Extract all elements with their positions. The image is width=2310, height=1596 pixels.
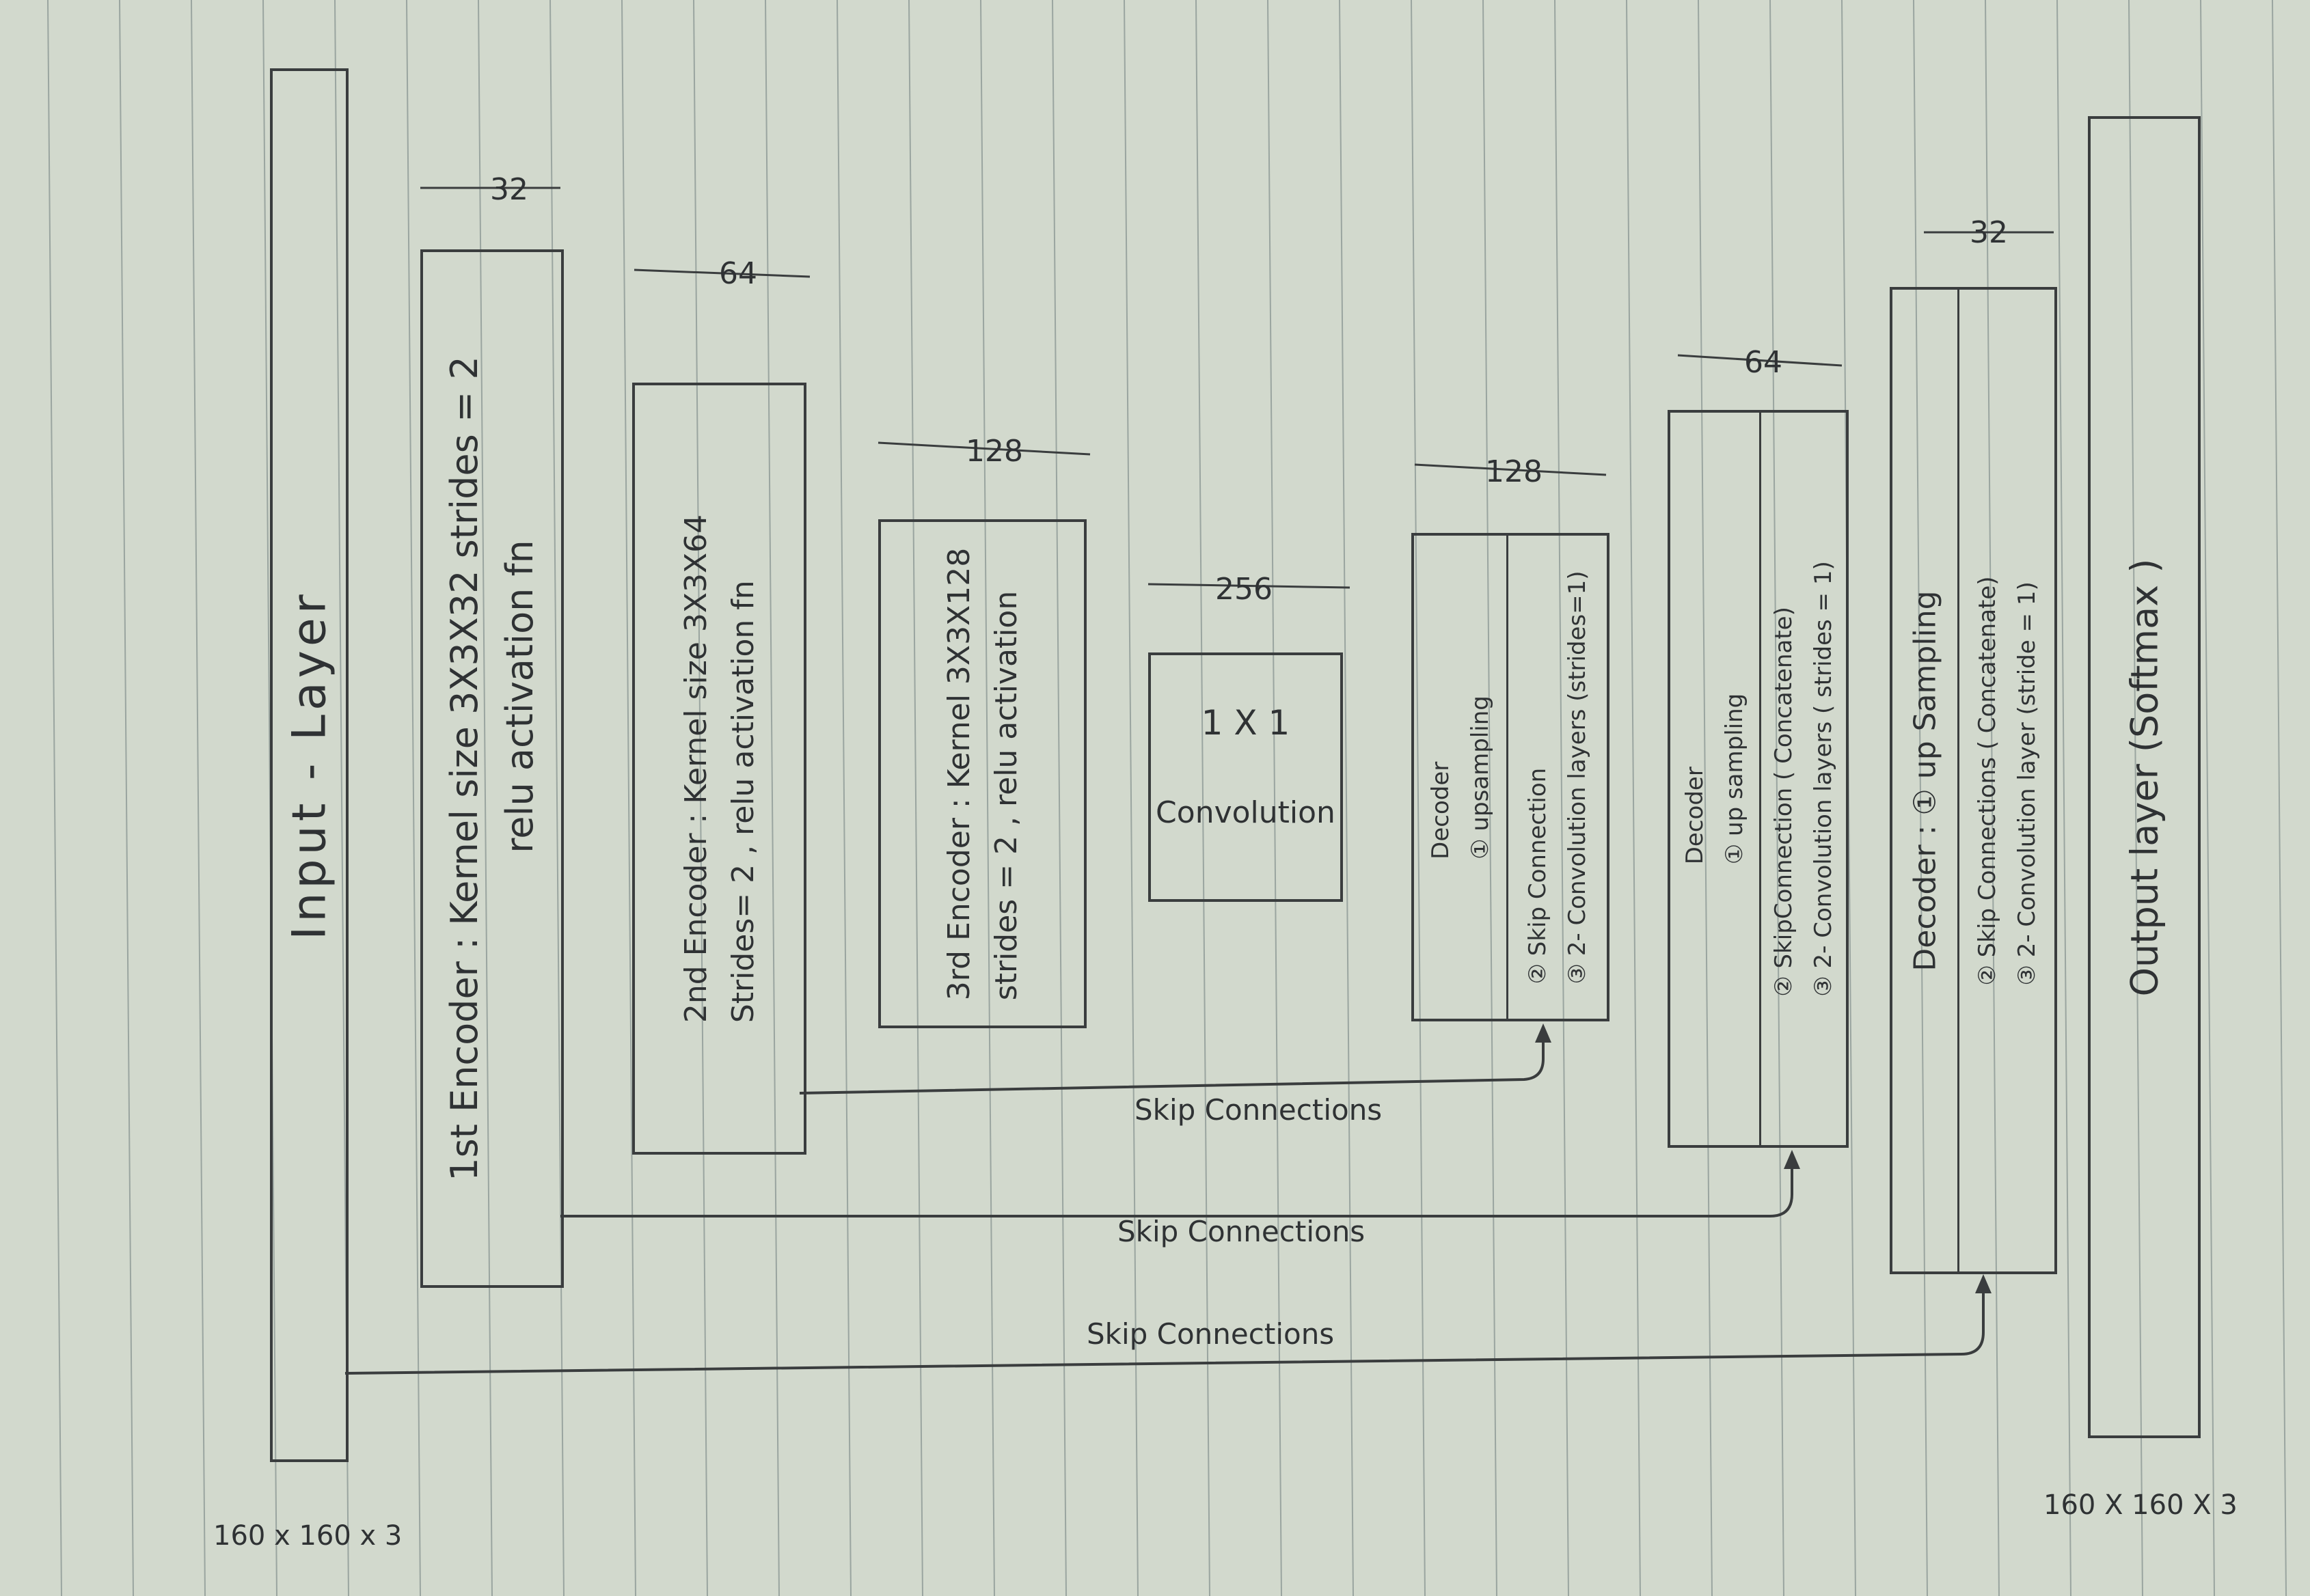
skip-connection-line-2 — [560, 1155, 1793, 1217]
encoder2-block: 2nd Encoder : Kernel size 3X3X64 Strides… — [632, 383, 806, 1155]
skip-connection-line-1 — [799, 1028, 1545, 1095]
decoder2-divider — [1759, 413, 1761, 1145]
rule-line — [406, 0, 421, 1596]
decoder2-item3: ③ 2- Convolution layers ( strides = 1) — [1810, 561, 1837, 997]
rule-line — [980, 0, 995, 1596]
input-layer-label: Input - Layer — [282, 590, 336, 940]
rule-line — [1985, 0, 2000, 1596]
decoder3-width-label: 32 — [1970, 215, 2008, 250]
decoder3-block: Decoder : ① up Sampling ② Skip Connectio… — [1890, 287, 2057, 1274]
decoder3-right-text: ② Skip Connections ( Concatenate) ③ 2- C… — [1974, 576, 2041, 985]
bottleneck-block: 1 X 1 Convolution — [1148, 652, 1343, 902]
encoder3-line1: 3rd Encoder : Kernel 3X3X128 — [941, 547, 977, 1000]
encoder1-line1: 1st Encoder : Kernel size 3X3X32 strides… — [443, 356, 486, 1181]
bottleneck-line2: Convolution — [1156, 795, 1335, 830]
encoder2-line2: Strides= 2 , relu activation fn — [725, 580, 761, 1023]
encoder2-text: 2nd Encoder : Kernel size 3X3X64 Strides… — [679, 514, 761, 1023]
decoder3-divider — [1957, 290, 1959, 1271]
decoder2-right-text: ② SkipConnection ( Concatenate) ③ 2- Con… — [1770, 561, 1837, 997]
rule-line — [1769, 0, 1784, 1596]
output-dims-label: 160 X 160 X 3 — [2043, 1489, 2238, 1521]
encoder1-width-label: 32 — [490, 172, 528, 207]
rule-line — [621, 0, 636, 1596]
rule-line — [1052, 0, 1067, 1596]
rule-line — [47, 0, 62, 1596]
encoder1-block: 1st Encoder : Kernel size 3X3X32 strides… — [420, 249, 564, 1288]
rule-line — [765, 0, 780, 1596]
decoder1-item1: ① upsampling — [1466, 695, 1494, 859]
encoder3-line2: strides = 2 , relu activation — [988, 590, 1024, 1000]
decoder1-title: Decoder — [1426, 761, 1454, 859]
decoder3-left-text: Decoder : ① up Sampling — [1907, 590, 1942, 971]
rule-line — [119, 0, 134, 1596]
ruled-lines — [47, 0, 2287, 1596]
decoder1-left-text: Decoder ① upsampling — [1427, 696, 1494, 859]
decoder2-block: Decoder ① up sampling ② SkipConnection (… — [1668, 410, 1849, 1148]
rule-line — [1124, 0, 1139, 1596]
rule-line — [1698, 0, 1713, 1596]
arrow-head-icon — [1784, 1150, 1800, 1169]
decoder3-title: Decoder : ① up Sampling — [1907, 590, 1942, 972]
arrow-head-icon — [1535, 1023, 1551, 1043]
output-layer-block: Output layer (Softmax ) — [2088, 116, 2201, 1438]
rule-line — [693, 0, 708, 1596]
dimension-line — [634, 269, 811, 278]
rule-line — [1913, 0, 1928, 1596]
skip-connection-line-3 — [344, 1279, 1985, 1375]
encoder2-width-label: 64 — [719, 256, 757, 291]
encoder3-block: 3rd Encoder : Kernel 3X3X128 strides = 2… — [878, 519, 1087, 1028]
dimension-line — [1414, 463, 1607, 476]
skip-connections-label-1: Skip Connections — [1134, 1093, 1383, 1127]
decoder2-item1: ① up sampling — [1721, 693, 1748, 865]
decoder2-left-text: Decoder ① up sampling — [1681, 693, 1748, 865]
dimension-line — [878, 441, 1091, 456]
rule-line — [478, 0, 493, 1596]
rule-line — [2128, 0, 2143, 1596]
dimension-line — [1677, 354, 1843, 367]
input-layer-block: Input - Layer — [270, 68, 349, 1462]
output-layer-label: Output layer (Softmax ) — [2123, 558, 2166, 996]
decoder2-width-label: 64 — [1744, 345, 1782, 380]
decoder1-right-text: ② Skip Connection ③ 2- Convolution layer… — [1524, 570, 1591, 984]
rule-line — [2200, 0, 2215, 1596]
decoder1-width-label: 128 — [1485, 454, 1543, 489]
rule-line — [1411, 0, 1426, 1596]
decoder1-divider — [1506, 536, 1508, 1019]
arrow-head-icon — [1975, 1274, 1992, 1293]
rule-line — [549, 0, 565, 1596]
rule-line — [1339, 0, 1354, 1596]
encoder1-text: 1st Encoder : Kernel size 3X3X32 strides… — [443, 356, 541, 1181]
bottleneck-line1: 1 X 1 — [1201, 703, 1290, 743]
rule-line — [1841, 0, 1856, 1596]
encoder1-line2: relu activation fn — [498, 540, 541, 853]
decoder1-item3: ③ 2- Convolution layers (strides=1) — [1564, 570, 1591, 985]
rule-line — [1626, 0, 1641, 1596]
decoder1-block: Decoder ① upsampling ② Skip Connection ③… — [1411, 533, 1609, 1021]
input-dims-label: 160 x 160 x 3 — [213, 1520, 403, 1552]
rule-line — [1195, 0, 1210, 1596]
bottleneck-width-label: 256 — [1215, 572, 1273, 607]
decoder3-item2: ② Skip Connections ( Concatenate) — [1973, 575, 2001, 986]
rule-line — [191, 0, 206, 1596]
rule-line — [837, 0, 852, 1596]
decoder1-item2: ② Skip Connection — [1524, 767, 1551, 985]
rule-line — [1267, 0, 1282, 1596]
decoder3-item3: ③ 2- Convolution layer (stride = 1) — [2013, 581, 2041, 986]
rule-line — [2272, 0, 2287, 1596]
encoder3-width-label: 128 — [966, 434, 1023, 469]
decoder2-item2: ② SkipConnection ( Concatenate) — [1770, 607, 1797, 997]
rule-line — [1482, 0, 1497, 1596]
skip-connections-label-2: Skip Connections — [1117, 1215, 1365, 1248]
decoder2-title: Decoder — [1681, 767, 1709, 865]
dimension-line — [1147, 583, 1350, 589]
rule-line — [2056, 0, 2071, 1596]
encoder2-line1: 2nd Encoder : Kernel size 3X3X64 — [678, 514, 714, 1023]
rule-line — [908, 0, 923, 1596]
skip-connections-label-3: Skip Connections — [1087, 1317, 1335, 1351]
encoder3-text: 3rd Encoder : Kernel 3X3X128 strides = 2… — [942, 547, 1024, 1000]
rule-line — [1554, 0, 1569, 1596]
